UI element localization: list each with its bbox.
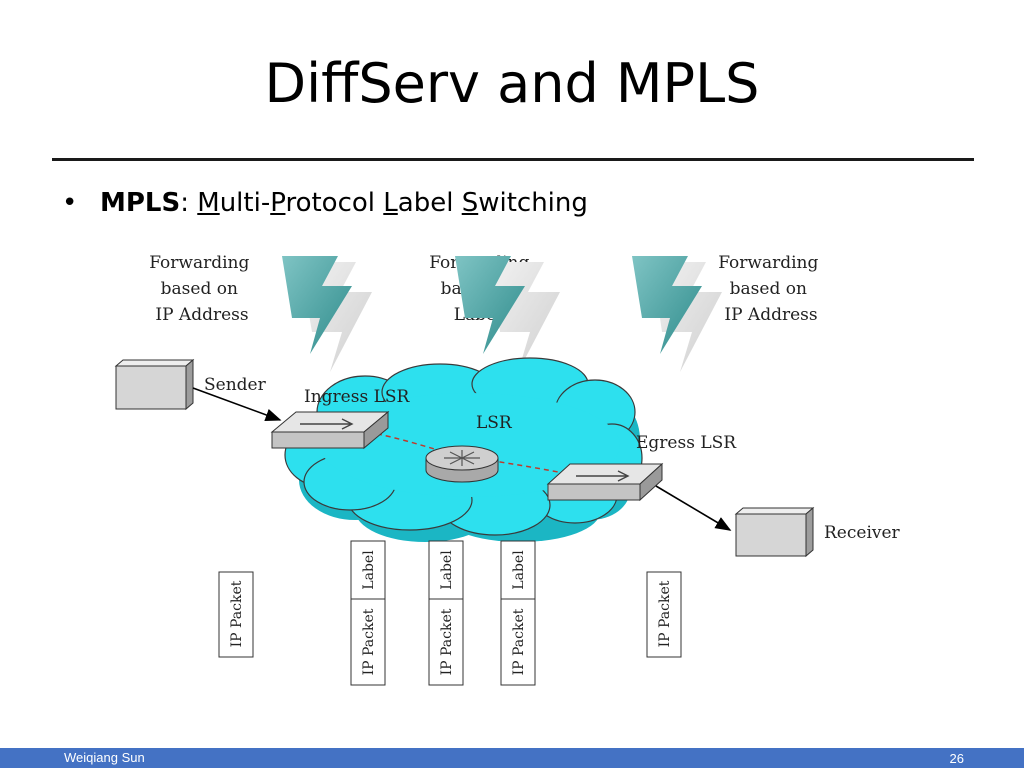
title-divider (52, 158, 974, 161)
label-switched-path (367, 431, 579, 477)
bullet-text: MPLS: Multi-Protocol Label Switching (100, 188, 588, 218)
acronym-word-multi: ulti- (219, 188, 271, 218)
ingress-lsr-switch (270, 410, 390, 450)
slide-title: DiffServ and MPLS (264, 52, 760, 115)
lightning-icon-left (282, 256, 372, 372)
mpls-diagram: Forwarding based on IP Address Forwardin… (114, 253, 901, 686)
sender-host (114, 358, 195, 411)
label-text: Label (439, 550, 455, 590)
ip-packet-text: IP Packet (657, 580, 673, 647)
packet-labeled-1: Label IP Packet (350, 540, 386, 686)
ip-packet-text: IP Packet (229, 580, 245, 647)
lightning-icon-right (632, 256, 722, 372)
forwarding-label-right: Forwarding based on IP Address (718, 253, 824, 325)
packet-labeled-2: Label IP Packet (428, 540, 464, 686)
bullet-separator: : (180, 188, 198, 218)
acronym-word-label: abel (397, 188, 462, 218)
ip-packet-text: IP Packet (361, 608, 377, 675)
acronym-word-protocol: rotocol (285, 188, 384, 218)
packet-ip-only-right: IP Packet (646, 571, 682, 658)
sender-label: Sender (204, 375, 267, 395)
bullet-term: MPLS (100, 188, 181, 218)
footer-bar: Weiqiang Sun 26 (0, 748, 1024, 768)
acronym-letter-s: S (461, 188, 479, 218)
packet-labeled-3: Label IP Packet (500, 540, 536, 686)
ip-packet-text: IP Packet (511, 608, 527, 675)
lightning-icon-middle (455, 256, 560, 372)
bullet-dot: • (62, 188, 78, 218)
ingress-lsr-label: Ingress LSR (304, 387, 411, 407)
lsr-label: LSR (476, 413, 513, 433)
sender-to-ingress-arrow (192, 387, 282, 422)
acronym-letter-p: P (270, 188, 286, 218)
core-lsr-router (425, 445, 499, 483)
label-text: Label (361, 550, 377, 590)
acronym-letter-m: M (197, 188, 220, 218)
label-text: Label (511, 550, 527, 590)
egress-lsr-label: Egress LSR (636, 433, 737, 453)
receiver-label: Receiver (824, 523, 901, 543)
acronym-word-switching: witching (478, 188, 588, 218)
packet-ip-only-left: IP Packet (218, 571, 254, 658)
ip-packet-text: IP Packet (439, 608, 455, 675)
acronym-letter-l: L (383, 188, 398, 218)
receiver-host (734, 506, 815, 558)
egress-lsr-switch (546, 462, 664, 502)
egress-to-receiver-arrow (655, 485, 732, 531)
slide-number: 26 (949, 751, 964, 766)
forwarding-label-left: Forwarding based on IP Address (149, 253, 255, 325)
footer-author: Weiqiang Sun (64, 750, 145, 765)
